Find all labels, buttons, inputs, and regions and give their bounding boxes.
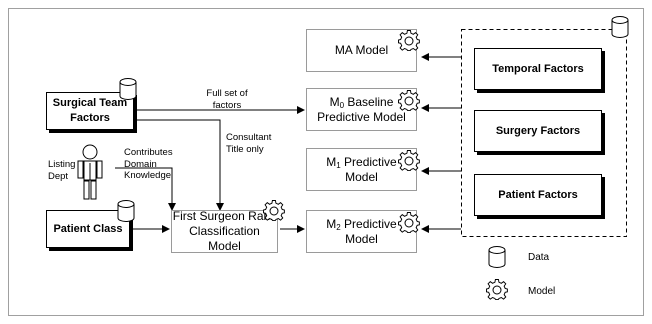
m2-model-title: Predictive (340, 216, 397, 231)
m1-model-title: Predictive (340, 154, 397, 169)
first-surgeon-line1: First Surgeon Rank (172, 209, 277, 223)
database-cylinder-icon (119, 78, 137, 100)
database-cylinder-icon (611, 16, 629, 38)
legend-data-label: Data (528, 252, 550, 263)
surgery-factors-label: Surgery Factors (495, 124, 581, 137)
gear-icon (398, 90, 420, 111)
patient-factors-box: Patient Factors (474, 174, 602, 216)
arrow-knowledge-to-first-surgeon (115, 167, 176, 211)
m2-model-box: M2 Predictive Model (306, 210, 417, 253)
ma-model-box: MA Model (306, 29, 417, 72)
patient-class-box: Patient Class (46, 210, 130, 248)
m0-model-letter: M (329, 94, 340, 109)
patient-class-label: Patient Class (53, 222, 123, 235)
gear-icon (398, 30, 420, 51)
gear-icon (263, 200, 285, 221)
listing-dept-label: Listing Dept (48, 159, 76, 182)
database-cylinder-icon (117, 200, 135, 222)
first-surgeon-line2: Classification Model (189, 224, 260, 253)
person-icon (77, 144, 103, 200)
full-set-of-factors-label: Full set of factors (206, 88, 248, 111)
factor-group-border (461, 29, 627, 237)
m0-model-box: M0 Baseline Predictive Model (306, 88, 417, 131)
arrow-surgical-to-first-surgeon (136, 119, 224, 211)
contributes-domain-knowledge-label: Contributes Domain Knowledge (124, 147, 173, 181)
m1-model-subtitle: Model (345, 169, 378, 184)
m0-model-subscript: 0 (339, 100, 345, 110)
temporal-factors-box: Temporal Factors (474, 48, 602, 90)
temporal-factors-label: Temporal Factors (492, 62, 584, 75)
consultant-title-only-label: Consultant Title only (226, 132, 272, 155)
m1-model-box: M1 Predictive Model (306, 148, 417, 191)
legend-model-label: Model (528, 286, 556, 297)
gear-icon (398, 212, 420, 233)
m0-model-subtitle: Predictive Model (317, 109, 406, 124)
first-surgeon-model-box: First Surgeon Rank Classification Model (171, 209, 278, 253)
m0-model-title: Baseline (344, 94, 394, 109)
outer-frame (8, 8, 644, 316)
m2-model-subtitle: Model (345, 231, 378, 246)
surgical-team-factors-box: Surgical Team Factors (46, 92, 134, 130)
gear-icon (486, 279, 508, 300)
m2-model-letter: M (326, 216, 337, 231)
m1-model-letter: M (326, 154, 337, 169)
surgical-team-line2: Factors (70, 112, 110, 124)
surgery-factors-box: Surgery Factors (474, 110, 602, 152)
ma-model-label: MA Model (334, 43, 389, 57)
database-cylinder-icon (488, 246, 506, 268)
m2-model-subscript: 2 (336, 222, 341, 232)
m1-model-subscript: 1 (336, 160, 341, 170)
gear-icon (398, 150, 420, 171)
patient-factors-label: Patient Factors (498, 188, 578, 201)
surgical-team-line1: Surgical Team (52, 97, 128, 109)
